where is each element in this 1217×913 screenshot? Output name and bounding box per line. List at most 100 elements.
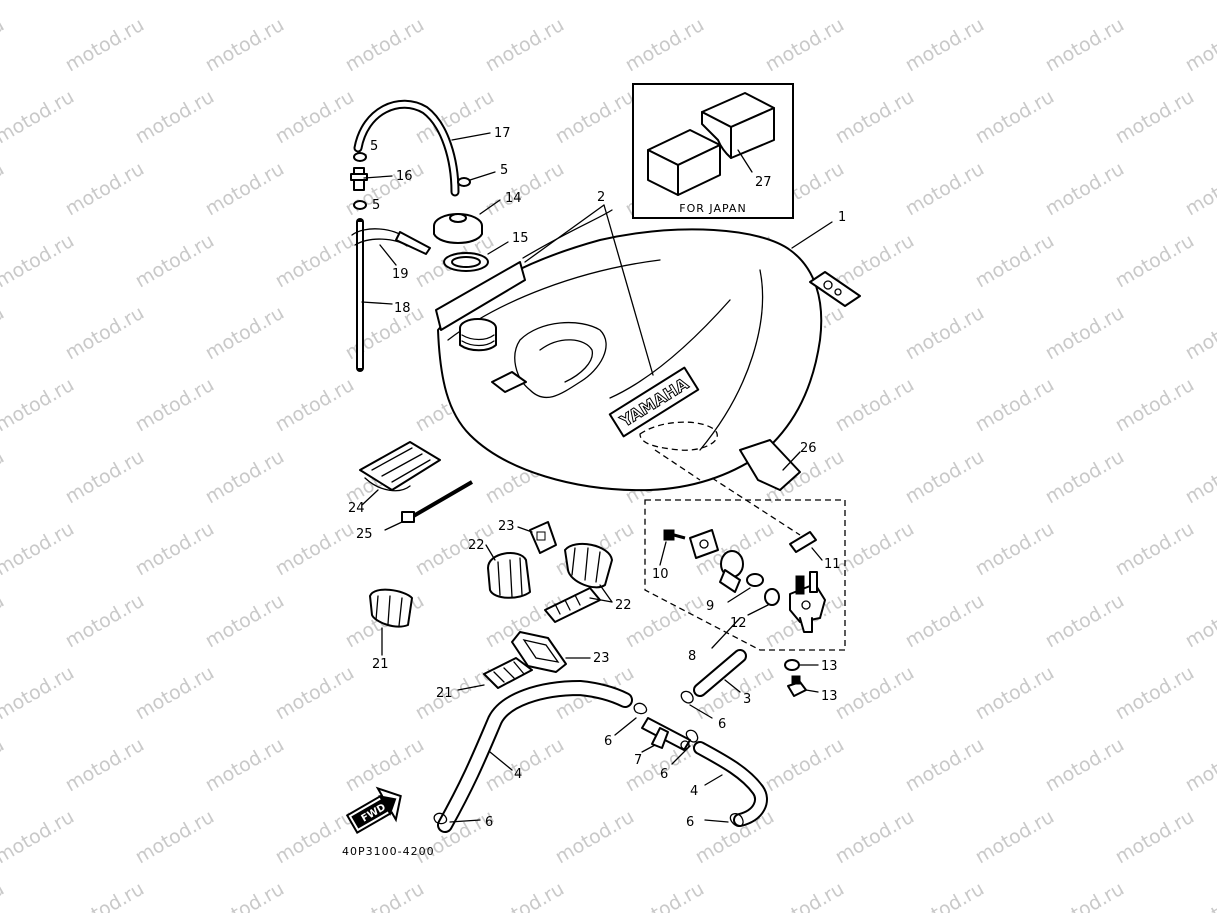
callout-23a: 23 [498, 519, 515, 534]
watermark-text: motod.ru [902, 590, 988, 653]
watermark-text: motod.ru [972, 662, 1058, 725]
part-22-damper-b [564, 542, 613, 589]
diagram-code: 40P3100-4200 [342, 845, 435, 858]
watermark-text: motod.ru [0, 86, 78, 149]
part-24-damper [359, 441, 441, 492]
part-11-plate [789, 531, 817, 553]
callout-5c: 5 [500, 163, 508, 178]
watermark-text: motod.ru [0, 302, 8, 365]
watermark-text: motod.ru [202, 14, 288, 77]
watermark-text: motod.ru [62, 734, 148, 797]
watermark-text: motod.ru [0, 518, 78, 581]
watermark-text: motod.ru [412, 0, 498, 4]
watermark-text: motod.ru [0, 0, 78, 4]
part-13-bolt [787, 675, 807, 697]
watermark-text: motod.ru [902, 158, 988, 221]
watermark-text: motod.ru [272, 374, 358, 437]
part-25-cable-tie [401, 480, 474, 523]
callout-17: 16 [396, 169, 413, 184]
watermark-text: motod.ru [832, 86, 918, 149]
watermark-text: motod.ru [62, 590, 148, 653]
callout-21b: 21 [436, 686, 453, 701]
watermark-text: motod.ru [272, 230, 358, 293]
fuel-cock-group-box [644, 499, 846, 651]
callout-3: 3 [743, 692, 751, 707]
part-5-clips [353, 152, 471, 210]
watermark-text: motod.ru [342, 878, 428, 913]
watermark-text: motod.ru [832, 230, 918, 293]
watermark-text: motod.ru [202, 590, 288, 653]
part-2-side-decal [435, 209, 613, 331]
watermark-text: motod.ru [202, 302, 288, 365]
part-16-gasket [443, 252, 489, 272]
callout-1: 1 [838, 210, 846, 225]
watermark-text: motod.ru [972, 230, 1058, 293]
callout-13-text: 13 [821, 689, 838, 704]
watermark-text: motod.ru [272, 0, 358, 4]
watermark-text: motod.ru [1112, 374, 1198, 437]
callout-22b: 22 [615, 598, 632, 613]
watermark-text: motod.ru [1112, 86, 1198, 149]
watermark-text: motod.ru [272, 518, 358, 581]
callout-6a: 6 [604, 734, 612, 749]
watermark-text: motod.ru [1042, 14, 1128, 77]
watermark-text: motod.ru [1042, 734, 1128, 797]
fuel-cock-lever [719, 550, 744, 593]
part-21-damper-a [369, 588, 413, 628]
watermark-text: motod.ru [62, 446, 148, 509]
watermark-text: motod.ru [412, 662, 498, 725]
watermark-text: motod.ru [832, 662, 918, 725]
part-23-damper-b [511, 631, 567, 673]
watermark-text: motod.ru [902, 302, 988, 365]
watermark-text: motod.ru [552, 806, 638, 869]
part-14-washer [784, 659, 800, 671]
watermark-text: motod.ru [0, 590, 8, 653]
watermark-text: motod.ru [132, 86, 218, 149]
callout-6e: 6 [686, 815, 694, 830]
watermark-text: motod.ru [1182, 158, 1217, 221]
watermark-text: motod.ru [1182, 590, 1217, 653]
part-23-damper-a [529, 521, 557, 554]
callout-23b: 23 [593, 651, 610, 666]
watermark-text: motod.ru [762, 878, 848, 913]
callout-6d: 6 [485, 815, 493, 830]
forward-arrow: FWD [345, 786, 402, 835]
watermark-text: motod.ru [692, 806, 778, 869]
watermark-text: motod.ru [832, 374, 918, 437]
watermark-text: motod.ru [972, 374, 1058, 437]
fuel-cock-plate [689, 529, 719, 559]
watermark-text: motod.ru [132, 518, 218, 581]
callout-20: 19 [392, 267, 409, 282]
watermark-text: motod.ru [1182, 302, 1217, 365]
part-1-fuel-tank: YAMAHA [437, 228, 861, 536]
part-26-bracket [739, 439, 801, 491]
part-9-o-ring [746, 573, 764, 587]
watermark-text: motod.ru [62, 14, 148, 77]
watermark-text: motod.ru [762, 14, 848, 77]
watermark-text: motod.ru [412, 518, 498, 581]
callout-8: 8 [688, 649, 696, 664]
callout-7: 7 [634, 753, 642, 768]
watermark-text: motod.ru [1112, 518, 1198, 581]
watermark-text: motod.ru [1042, 158, 1128, 221]
watermark-text: motod.ru [622, 590, 708, 653]
callout-4b: 4 [690, 784, 698, 799]
watermark-text: motod.ru [342, 302, 428, 365]
watermark-text: motod.ru [0, 806, 78, 869]
watermark-text: motod.ru [342, 14, 428, 77]
watermark-text: motod.ru [202, 878, 288, 913]
watermark-text: motod.ru [762, 734, 848, 797]
watermark-text: motod.ru [1042, 446, 1128, 509]
part-8-fuel-cock [789, 571, 826, 633]
watermark-text: motod.ru [62, 302, 148, 365]
watermark-text: motod.ru [0, 662, 78, 725]
callout-14: 13 [821, 659, 838, 674]
part-22-damper-a [487, 552, 531, 599]
watermark-text: motod.ru [1182, 878, 1217, 913]
watermark-text: motod.ru [202, 734, 288, 797]
callout-16: 15 [512, 231, 529, 246]
callout-11: 11 [824, 557, 841, 572]
callout-6c: 6 [660, 767, 668, 782]
part-21-damper-b [483, 657, 533, 689]
